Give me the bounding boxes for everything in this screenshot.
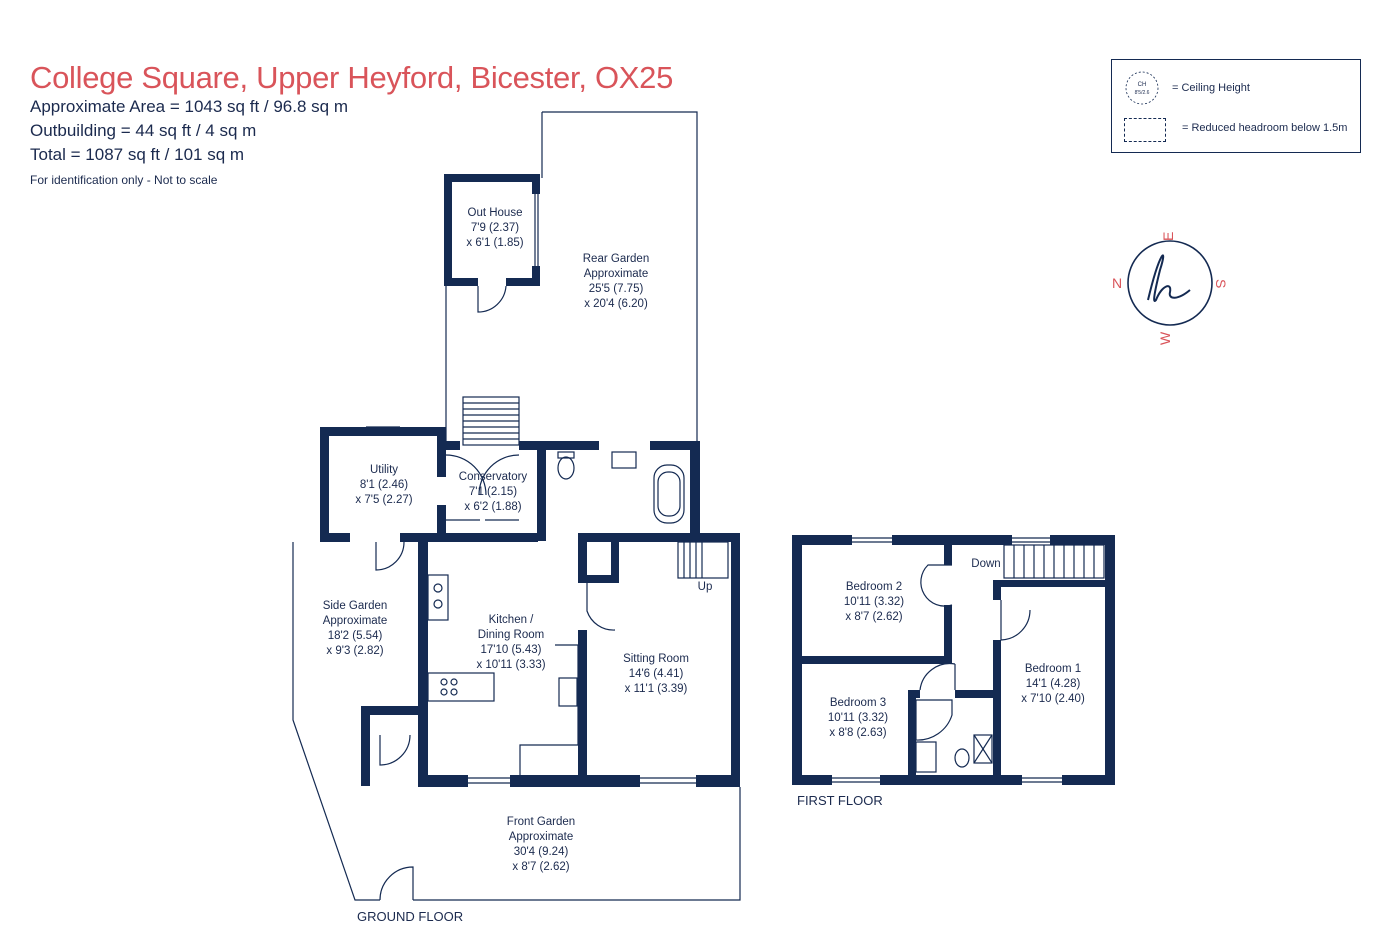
ceiling-height-icon: CH 8'5/2.6 [1125, 71, 1159, 105]
reduced-headroom-label: = Reduced headroom below 1.5m [1182, 122, 1348, 134]
stairs-up-label: Up [698, 581, 713, 593]
outbuilding-area: Outbuilding = 44 sq ft / 4 sq m [30, 121, 257, 140]
compass-s: S [1213, 279, 1229, 288]
compass-e: E [1160, 232, 1176, 241]
basin-icon [611, 451, 637, 469]
toilet-icon [557, 451, 575, 480]
approx-area: Approximate Area = 1043 sq ft / 96.8 sq … [30, 97, 348, 116]
total-area: Total = 1087 sq ft / 101 sq m [30, 145, 245, 164]
shower-icon [915, 699, 993, 773]
compass-n: N [1112, 275, 1122, 291]
first-floor-label: FIRST FLOOR [797, 793, 883, 808]
bath-icon [653, 464, 685, 524]
plan-title: College Square, Upper Heyford, Bicester,… [30, 60, 674, 95]
svg-text:CH: CH [1138, 82, 1147, 88]
reduced-headroom-icon [1124, 118, 1166, 142]
kitchen-units [427, 574, 579, 775]
compass-w: W [1157, 331, 1173, 345]
ground-floor-label: GROUND FLOOR [357, 909, 463, 924]
stairs-down-label: Down [971, 558, 1000, 570]
scale-note: For identification only - Not to scale [30, 173, 218, 187]
ceiling-height-label: = Ceiling Height [1172, 82, 1250, 94]
compass-icon: N S E W [1112, 232, 1229, 345]
svg-text:8'5/2.6: 8'5/2.6 [1135, 90, 1150, 96]
legend-box: CH 8'5/2.6 = Ceiling Height = Reduced he… [1111, 59, 1361, 153]
